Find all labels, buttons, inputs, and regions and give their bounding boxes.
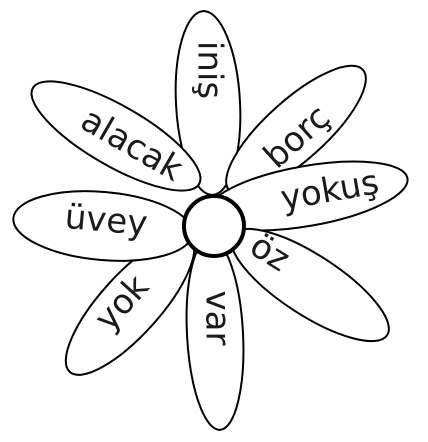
word-uvey: üvey xyxy=(63,197,149,244)
word-var: var xyxy=(198,291,238,346)
flower-center xyxy=(184,196,244,256)
word-inis: iniş xyxy=(190,41,230,99)
